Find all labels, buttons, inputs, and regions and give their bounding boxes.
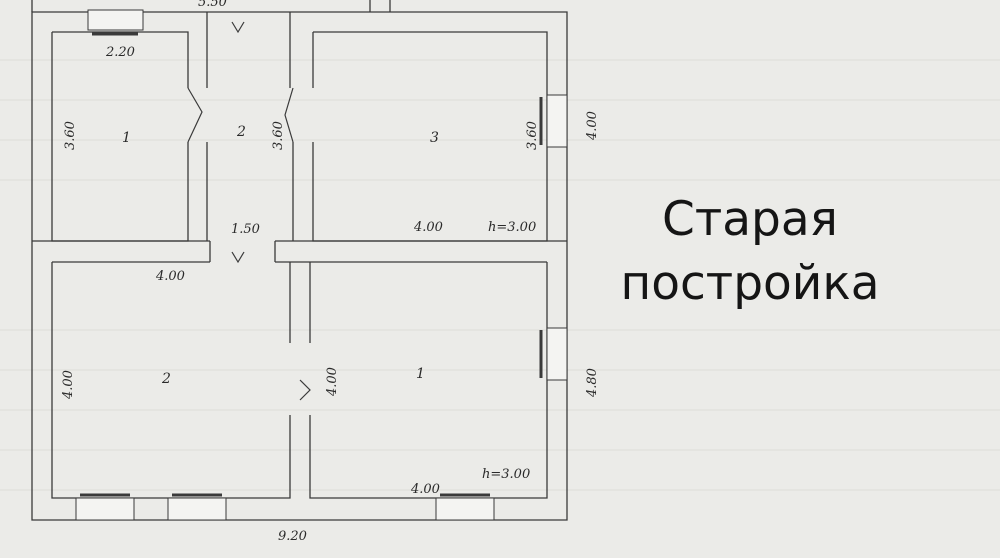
caption-line-2: постройка [620, 256, 880, 311]
outer-upper-right-dim: 4.00 [585, 111, 600, 141]
paper-lines [0, 59, 1000, 491]
corridor-height-dim: 3.60 [271, 121, 286, 150]
r3-width-dim: 4.00 [413, 220, 443, 235]
top-partial-dim: 5.50 [198, 0, 227, 10]
r3-height-dim: 3.60 [525, 121, 540, 150]
upper-ceiling-height: h=3.00 [488, 220, 536, 235]
r1-height-dim: 3.60 [63, 121, 78, 150]
window-top-dim: 2.20 [105, 45, 135, 60]
total-width-dim: 9.20 [278, 529, 307, 544]
lower-right-height-dim: 4.00 [325, 367, 340, 397]
outer-lower-right-dim: 4.80 [585, 368, 600, 398]
lower-left-height-dim: 4.00 [61, 370, 76, 400]
room-label-upper-1: 1 [122, 130, 131, 146]
room-label-upper-3: 3 [430, 130, 439, 146]
caption-line-1: Старая [662, 192, 838, 247]
lower-right-width-dim: 4.00 [410, 482, 440, 497]
windows [75, 9, 568, 521]
walls [31, 0, 568, 521]
corridor-width-dim: 1.50 [231, 222, 260, 237]
door-marks [187, 21, 311, 401]
room-label-upper-2: 2 [236, 124, 246, 140]
caption: Старая постройка [585, 188, 915, 316]
lower-ceiling-height: h=3.00 [482, 467, 530, 482]
room-label-lower-2: 2 [161, 371, 171, 387]
lower-left-width-dim: 4.00 [155, 269, 185, 284]
room-label-lower-1: 1 [416, 366, 425, 382]
